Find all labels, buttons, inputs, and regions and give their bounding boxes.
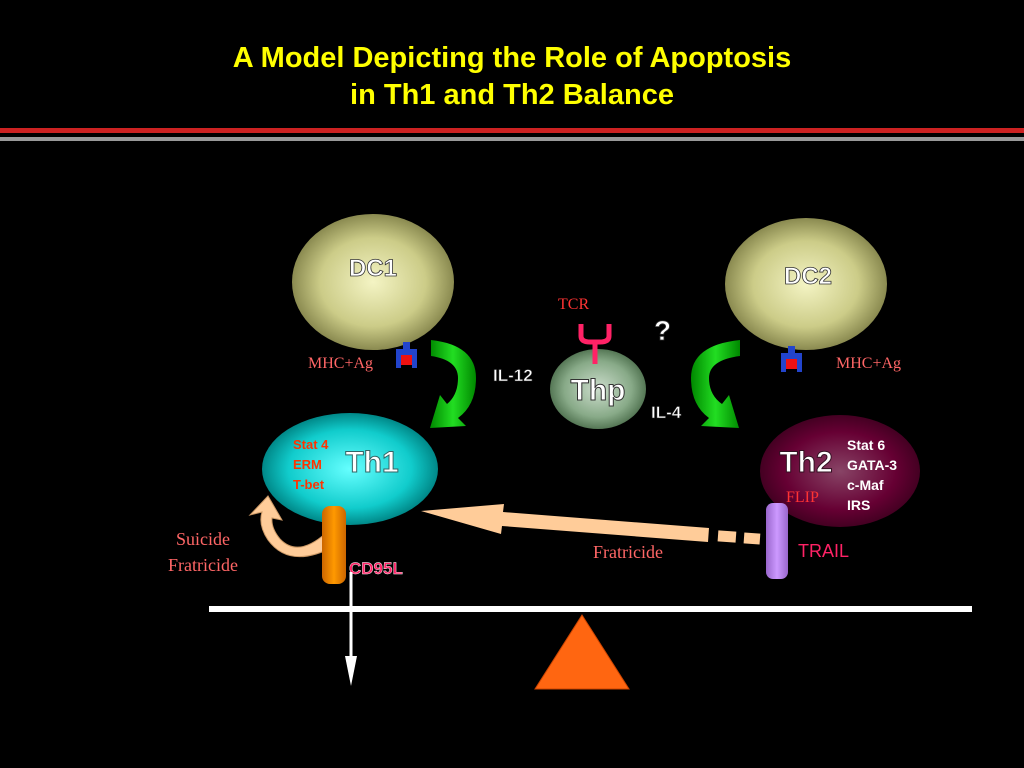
balance-beam [209, 606, 972, 612]
th2-factor: IRS [847, 497, 870, 513]
mhc-receptor-right-icon [781, 346, 802, 372]
th2-factor: Stat 6 [847, 437, 885, 453]
il4-label: IL-4 [651, 403, 682, 422]
th2-cell: Th2 Stat 6 GATA-3 c-Maf IRS FLIP [760, 415, 920, 527]
th2-label: Th2 [779, 446, 832, 479]
suicide-curved-arrow [248, 495, 336, 558]
suicide-label: Suicide [176, 529, 230, 549]
fratricide-left-label: Fratricide [168, 555, 238, 575]
tcr-label: TCR [558, 296, 589, 313]
green-curved-arrow-left [430, 340, 476, 428]
th2-factor: GATA-3 [847, 457, 897, 473]
header-gray-rule [0, 137, 1024, 141]
mhc-receptor-left-icon [396, 342, 417, 368]
fratricide-arrow [421, 504, 761, 545]
question-mark: ? [654, 315, 671, 346]
slide-title: A Model Depicting the Role of Apoptosis … [112, 40, 912, 114]
title-line-2: in Th1 and Th2 Balance [350, 79, 674, 111]
trail-bar [766, 503, 788, 579]
tcr-receptor-icon [578, 324, 612, 345]
mhc-right-label: MHC+Ag [836, 355, 901, 372]
cd95l-bar [322, 506, 346, 584]
dc1-label: DC1 [349, 255, 397, 282]
th1-factor: ERM [293, 457, 322, 472]
down-arrow-head [345, 656, 357, 686]
th1-cell: Th1 Stat 4 ERM T-bet [262, 413, 438, 525]
fratricide-label: Fratricide [593, 542, 663, 562]
th2-factors: Stat 6 GATA-3 c-Maf IRS [847, 437, 897, 513]
th1-label: Th1 [345, 446, 398, 479]
th1-factors: Stat 4 ERM T-bet [293, 437, 329, 492]
title-line-1: A Model Depicting the Role of Apoptosis [232, 42, 792, 74]
dc2-cell: DC2 [725, 218, 887, 350]
green-curved-arrow-right [691, 340, 740, 428]
fulcrum-triangle [534, 614, 630, 690]
il12-label: IL-12 [493, 366, 533, 385]
header-red-rule [0, 128, 1024, 133]
th2-factor: c-Maf [847, 477, 884, 493]
thp-label: Thp [571, 374, 626, 407]
dc1-cell: DC1 [292, 214, 454, 350]
th1-factor: T-bet [293, 477, 325, 492]
trail-label: TRAIL [798, 541, 849, 561]
flip-label: FLIP [786, 489, 819, 506]
dc2-label: DC2 [784, 263, 832, 290]
mhc-left-label: MHC+Ag [308, 355, 373, 372]
thp-cell: Thp [550, 349, 646, 429]
th1-factor: Stat 4 [293, 437, 329, 452]
cd95l-label: CD95L [349, 559, 403, 578]
